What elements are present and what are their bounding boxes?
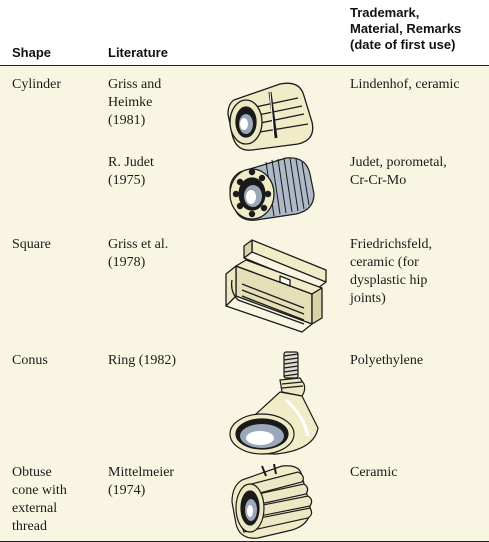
row-1-literature: Griss and Heimke (1981) <box>108 77 162 128</box>
conus-implant-icon <box>229 351 319 455</box>
row-5-shape: Obtuse cone with external thread <box>12 465 67 534</box>
row-5-literature: Mittelmeier (1974) <box>108 465 175 498</box>
threaded-cone-implant-icon <box>231 463 313 539</box>
row-4-literature: Ring (1982) <box>108 353 177 368</box>
header-trademark-material-remarks: Trademark, Material, Remarks (date of fi… <box>350 5 462 52</box>
threaded-cylinder-implant-icon <box>229 157 315 221</box>
cylinder-implant-icon <box>227 82 314 151</box>
square-implant-icon <box>225 239 327 333</box>
row-4-shape: Conus <box>12 353 48 368</box>
row-3-shape: Square <box>12 237 51 252</box>
header-literature: Literature <box>108 45 168 60</box>
row-2-literature: R. Judet (1975) <box>108 155 154 188</box>
table-header: Shape Literature Trademark, Material, Re… <box>0 0 489 66</box>
row-4-trademark: Polyethylene <box>350 353 424 368</box>
row-3-trademark: Friedrichsfeld, ceramic (for dysplastic … <box>350 237 433 306</box>
header-shape: Shape <box>12 45 52 60</box>
row-3-literature: Griss et al. (1978) <box>108 237 169 270</box>
row-2-trademark: Judet, porometal, Cr-Cr-Mo <box>350 155 447 188</box>
row-1-trademark: Lindenhof, ceramic <box>350 77 460 92</box>
row-1-shape: Cylinder <box>12 77 61 92</box>
row-5-trademark: Ceramic <box>350 465 398 480</box>
